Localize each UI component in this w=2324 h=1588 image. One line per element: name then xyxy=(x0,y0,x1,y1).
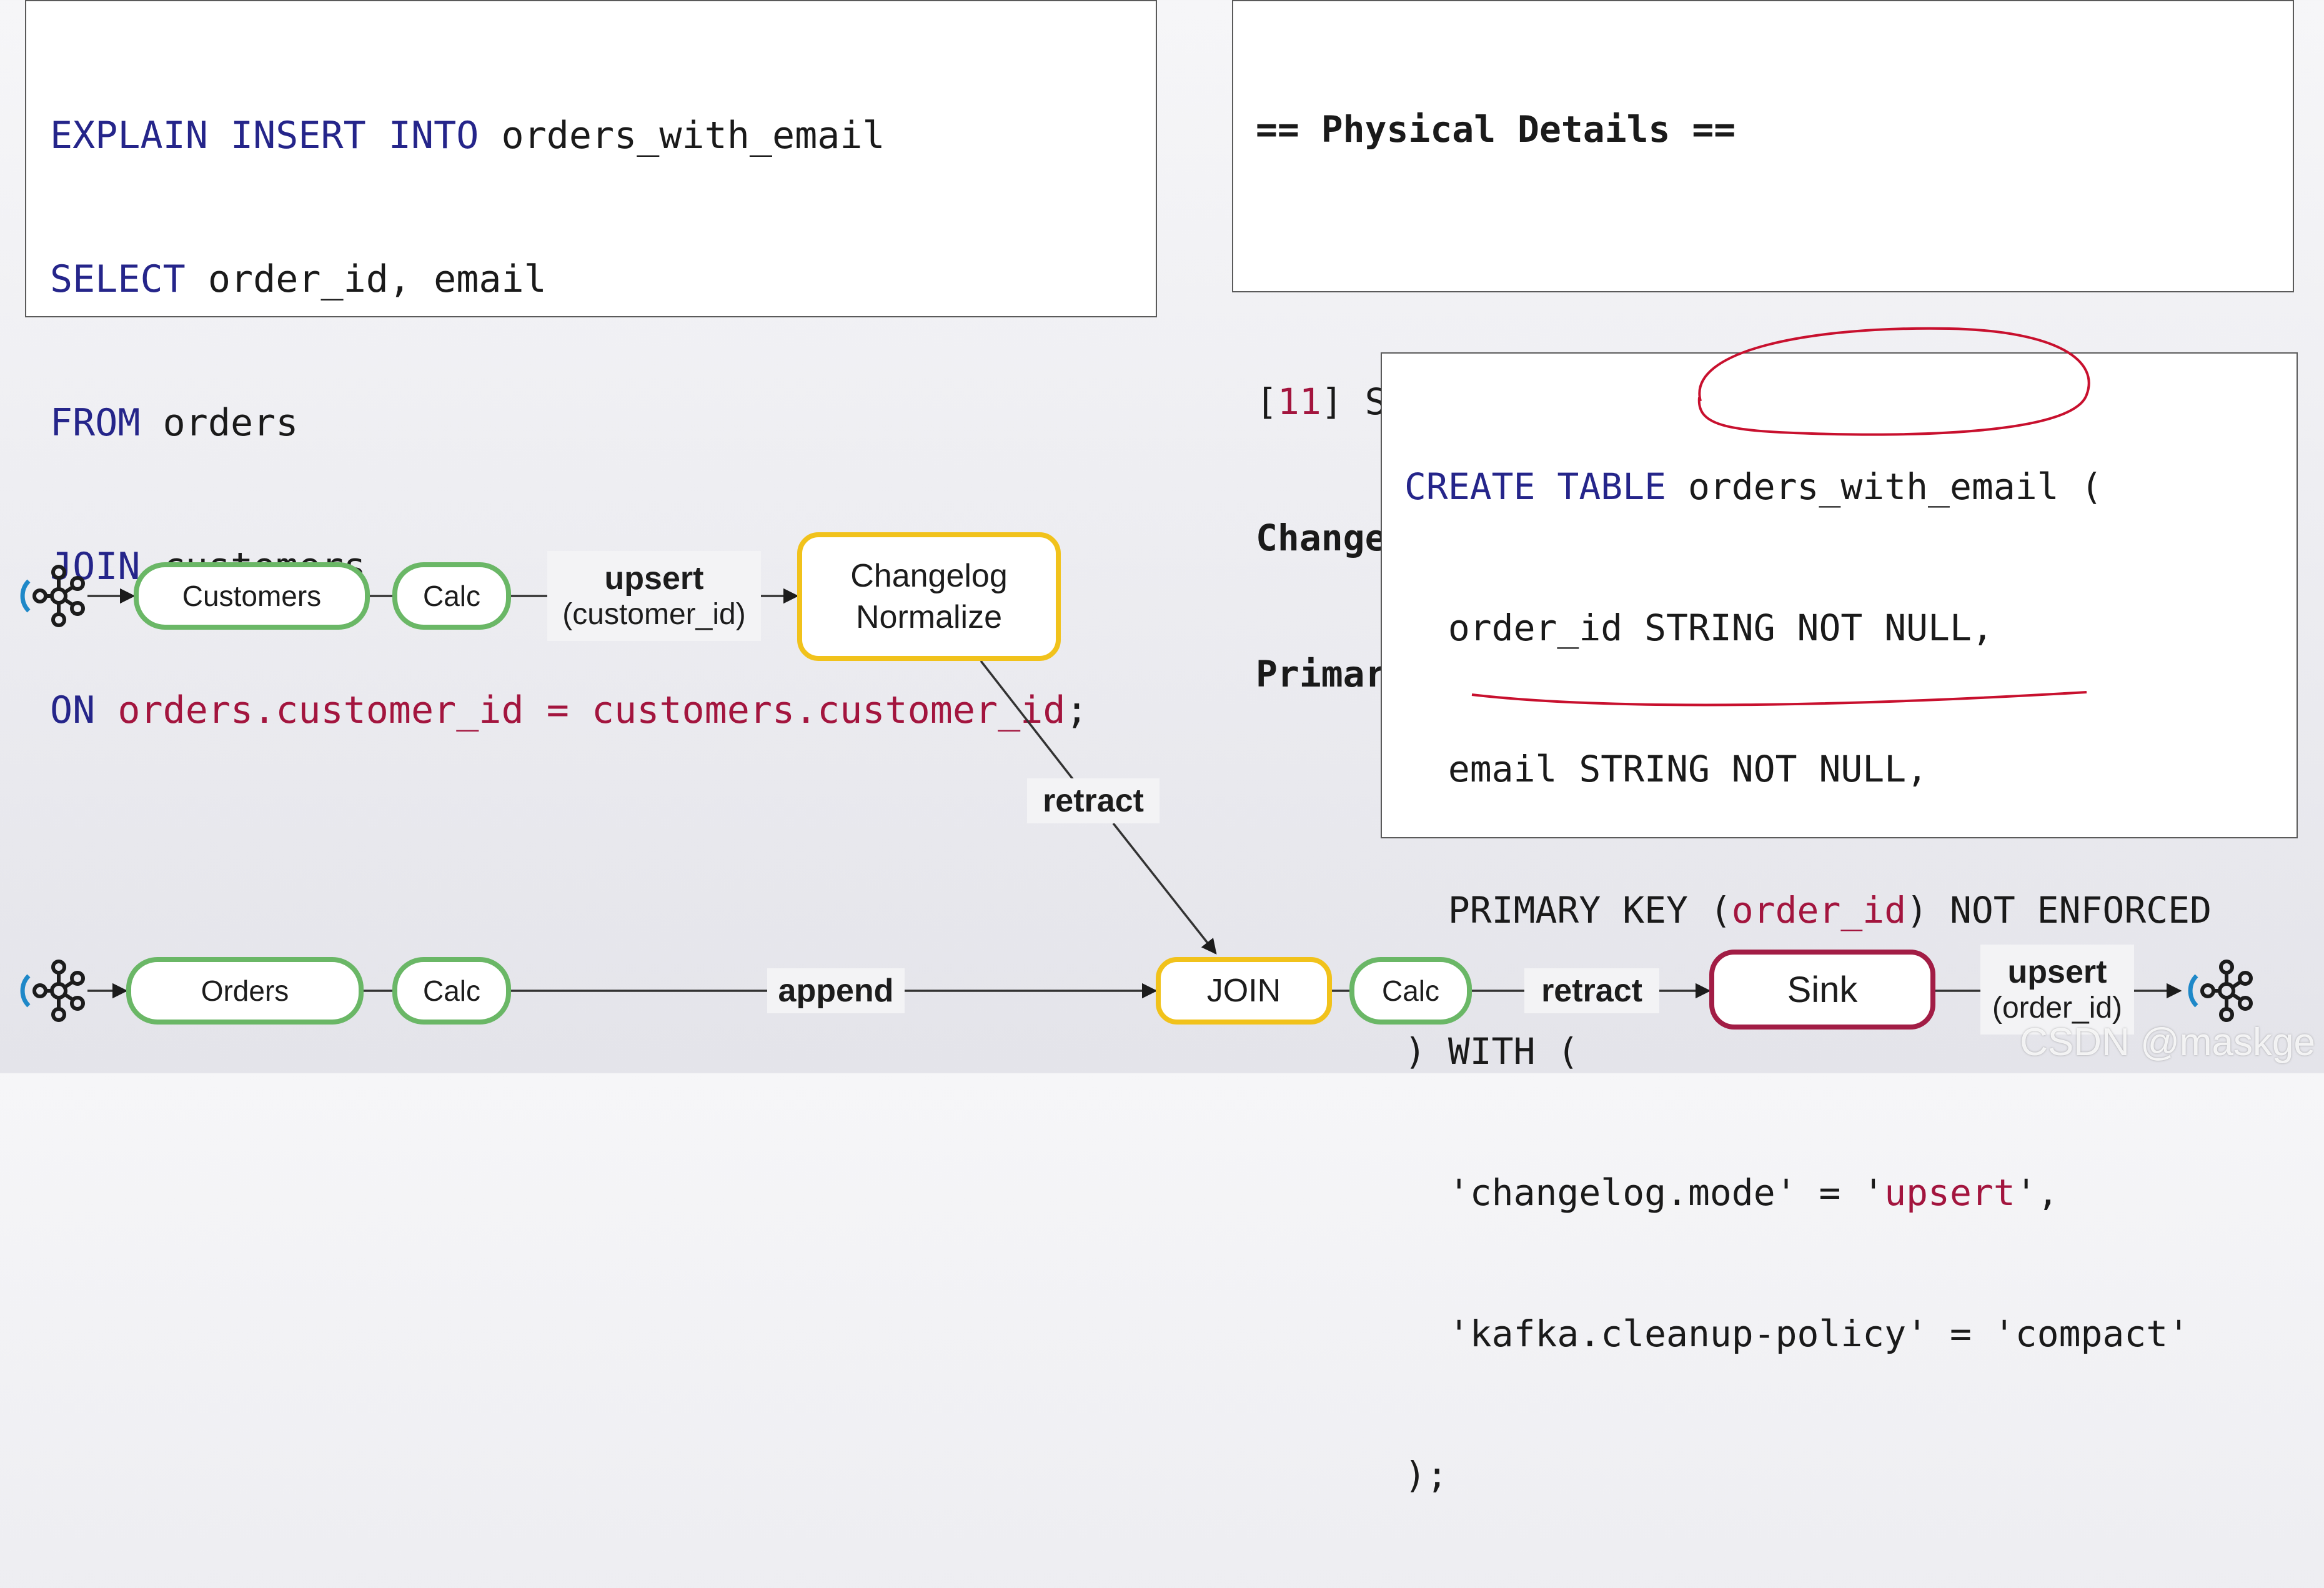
retract-label: retract xyxy=(1524,968,1659,1013)
connector xyxy=(980,660,1075,781)
keyword: EXPLAIN INSERT INTO xyxy=(50,114,479,157)
pipeline-diagram xyxy=(87,327,2182,999)
code-line: ); xyxy=(1404,1454,1448,1496)
node-label: Calc xyxy=(422,975,481,1007)
code-text: orders xyxy=(140,401,299,445)
calc-node: Calc xyxy=(1349,957,1472,1025)
code-line: 'kafka.cleanup-policy' = 'compact' xyxy=(1404,1313,2190,1355)
code-line: ON orders.customer_id = customers.custom… xyxy=(50,682,1088,738)
node-label: Orders xyxy=(201,975,289,1007)
code-text: order_id, email xyxy=(185,257,547,301)
changelog-mode-label: retract xyxy=(1541,973,1642,1009)
retract-label: retract xyxy=(1027,778,1160,823)
calc-node: Calc xyxy=(392,562,511,630)
changelog-normalize-node: Changelog Normalize xyxy=(797,532,1061,661)
watermark: CSDN @maskge xyxy=(2020,1021,2315,1064)
node-label: Calc xyxy=(422,580,481,612)
code-line: CREATE TABLE orders_with_email ( xyxy=(1404,459,2212,515)
changelog-mode-value: upsert xyxy=(1884,1171,2015,1214)
code-line: email STRING NOT NULL, xyxy=(1404,748,1929,790)
code-text: 'changelog.mode' = ' xyxy=(1404,1171,1885,1214)
keyword: SELECT xyxy=(50,257,186,301)
node-label: Changelog xyxy=(850,558,1008,594)
changelog-mode-label: upsert xyxy=(2007,954,2107,990)
keyword: ON xyxy=(50,688,96,732)
upsert-key-label: (order_id) xyxy=(1992,991,2123,1025)
code-text: ; xyxy=(1065,688,1088,732)
annotation-underline xyxy=(1471,691,2087,707)
sink-node: Sink xyxy=(1709,950,1935,1030)
changelog-mode-label: append xyxy=(778,973,894,1009)
changelog-mode-label: upsert xyxy=(604,560,704,597)
physical-details-header: == Physical Details == xyxy=(1256,108,1736,151)
upsert-label: upsert (order_id) xyxy=(1980,945,2134,1035)
append-label: append xyxy=(767,968,905,1013)
keyword: CREATE TABLE xyxy=(1404,465,1667,508)
upsert-key-label: (customer_id) xyxy=(562,598,746,631)
code-line: 'changelog.mode' = 'upsert', xyxy=(1404,1164,2212,1221)
code-text: [ xyxy=(1256,380,1278,423)
kafka-icon xyxy=(20,565,85,627)
code-line: SELECT order_id, email xyxy=(50,251,1088,307)
node-label: JOIN xyxy=(1206,973,1281,1009)
upsert-label: upsert (customer_id) xyxy=(547,551,761,641)
code-text: ( xyxy=(2058,465,2103,508)
code-line: order_id STRING NOT NULL, xyxy=(1404,607,1994,649)
code-text: ', xyxy=(2015,1171,2059,1214)
sql-query-panel: EXPLAIN INSERT INTO orders_with_email SE… xyxy=(25,0,1157,732)
calc-node: Calc xyxy=(392,957,511,1025)
kafka-icon xyxy=(20,960,85,1022)
annotation-circle xyxy=(1697,327,2090,436)
table-name: orders_with_email xyxy=(1666,465,2059,508)
keyword: FROM xyxy=(50,401,141,445)
customers-source-node: Customers xyxy=(134,562,370,630)
keyword: JOIN xyxy=(50,545,141,588)
connector-lines xyxy=(87,588,2182,999)
code-text: orders_with_email xyxy=(479,114,885,157)
join-node: JOIN xyxy=(1156,957,1332,1025)
sql-query-code: EXPLAIN INSERT INTO orders_with_email SE… xyxy=(50,20,1088,826)
node-label: Customers xyxy=(182,580,322,612)
node-label: Calc xyxy=(1381,975,1440,1007)
node-label: Sink xyxy=(1787,969,1858,1010)
changelog-mode-label: retract xyxy=(1043,783,1144,819)
code-line: FROM orders xyxy=(50,395,1088,451)
code-line: ) WITH ( xyxy=(1404,1030,1579,1073)
kafka-icon xyxy=(2188,960,2253,1022)
orders-source-node: Orders xyxy=(126,957,364,1025)
code-line: PRIMARY KEY (order_id) NOT ENFORCED xyxy=(1404,882,2212,938)
connector xyxy=(1112,822,1217,955)
code-text: ) NOT ENFORCED xyxy=(1906,889,2212,931)
code-line: EXPLAIN INSERT INTO orders_with_email xyxy=(50,107,1088,164)
node-id: 11 xyxy=(1277,380,1321,423)
code-text: PRIMARY KEY ( xyxy=(1404,889,1732,931)
node-label: Normalize xyxy=(855,599,1003,635)
primary-key-column: order_id xyxy=(1731,889,1907,931)
join-condition: orders.customer_id = customers.customer_… xyxy=(95,688,1066,732)
